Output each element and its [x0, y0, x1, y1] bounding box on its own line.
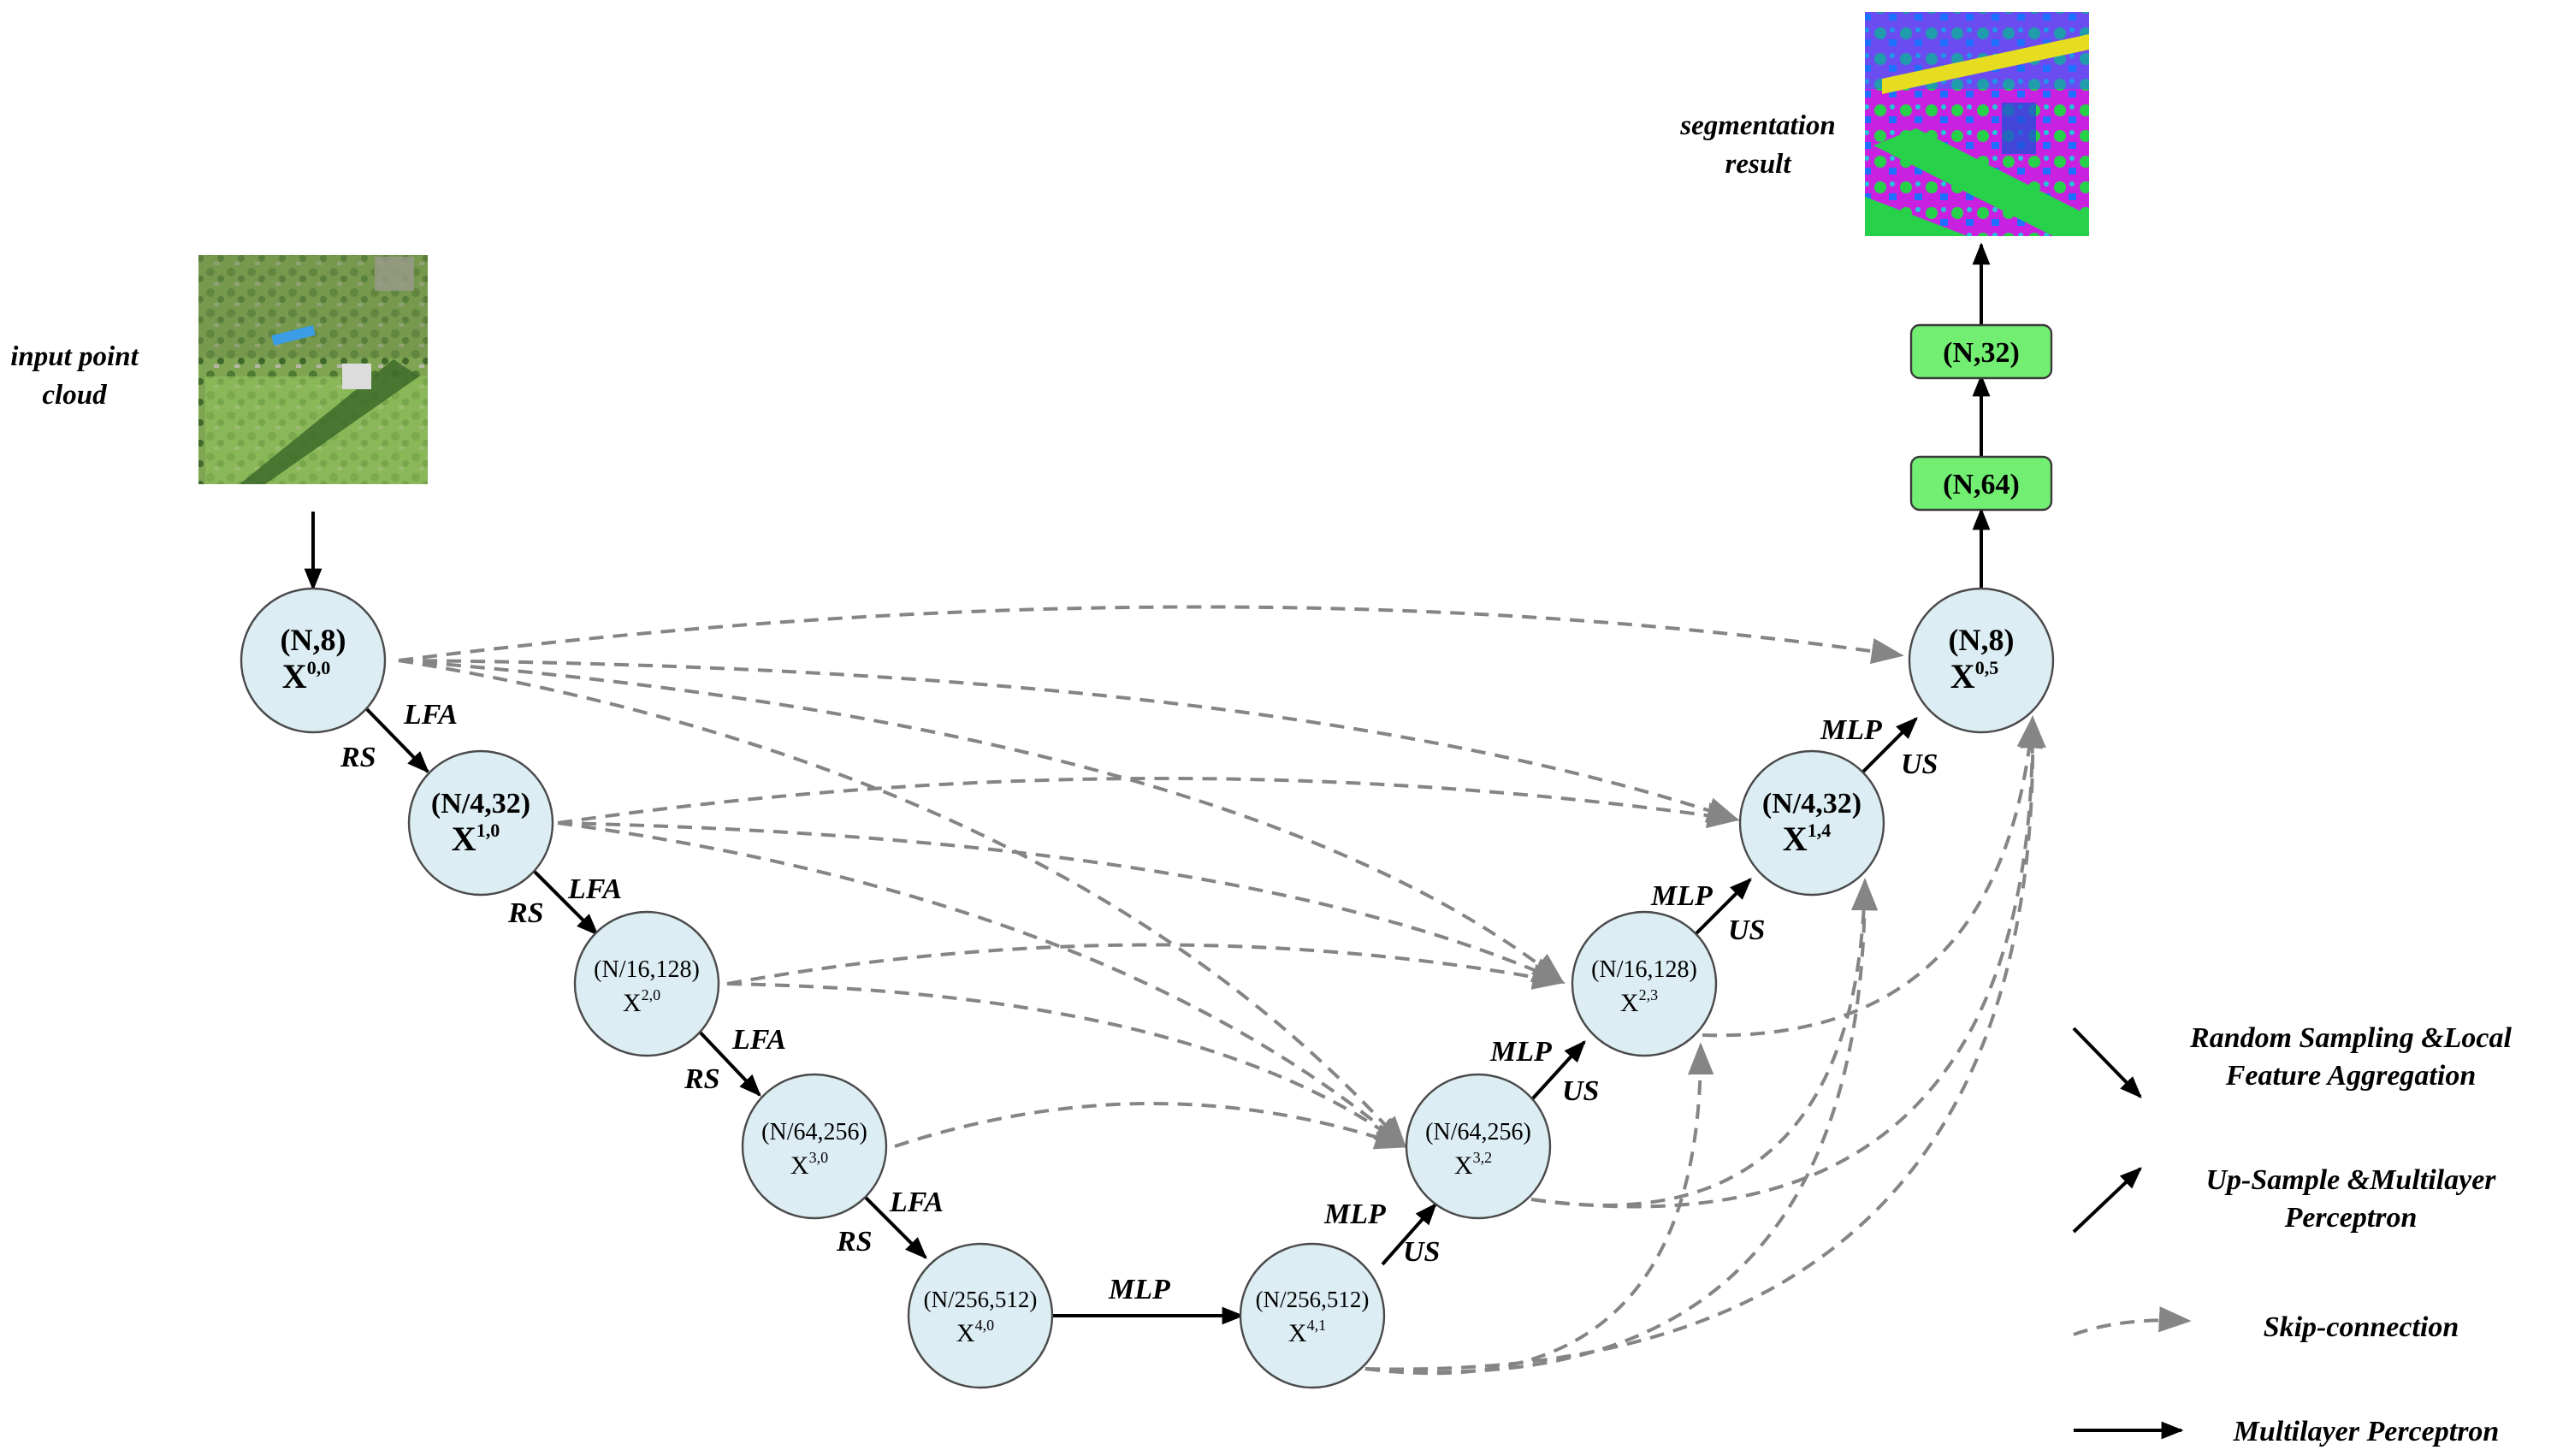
skip-x41-x23 [1364, 1042, 1714, 1376]
label-rs-3: RS [684, 1063, 720, 1095]
legend-us-mlp-line2: Perceptron [2284, 1202, 2418, 1234]
node-x10-shape: (N/4,32) [431, 788, 530, 820]
segmentation-result-image [1865, 12, 2089, 236]
skip-x00-x14 [398, 659, 1740, 823]
skip-x20-x32 [726, 982, 1408, 1149]
label-us-1: US [1403, 1236, 1440, 1268]
node-x00: (N,8) X0,0 [240, 587, 387, 734]
input-caption-line1: input point [10, 341, 139, 372]
skip-x00-x23 [398, 659, 1565, 985]
legend-item-rs-lfa: Random Sampling &Local Feature Aggregati… [2072, 1022, 2513, 1098]
arrow-x00-x10 [359, 701, 429, 773]
node-x30-symbol: X3,0 [790, 1149, 828, 1180]
legend-item-skip: Skip-connection [2073, 1306, 2459, 1343]
skip-x32-x05 [1530, 715, 2046, 1209]
node-x14-symbol: X1,4 [1783, 820, 1831, 858]
arrow-x14-x05 [1860, 717, 1918, 775]
skip-x00-x05 [398, 605, 1904, 665]
label-lfa-1: LFA [403, 699, 458, 731]
label-lfa-3: LFA [731, 1024, 786, 1056]
skip-x10-x23 [557, 821, 1566, 984]
label-mlp-3: MLP [1650, 880, 1713, 912]
node-x30: (N/64,256) X3,0 [741, 1073, 888, 1220]
input-caption-line2: cloud [42, 380, 107, 411]
node-x40-symbol: X4,0 [956, 1317, 994, 1347]
label-rs-1: RS [340, 742, 376, 773]
label-rs-2: RS [507, 897, 544, 929]
legend-rs-lfa-line2: Feature Aggregation [2225, 1060, 2477, 1092]
node-x32: (N/64,256) X3,2 [1405, 1073, 1552, 1220]
arrow-x20-x30 [693, 1025, 761, 1097]
node-x20: (N/16,128) X2,0 [573, 910, 720, 1057]
arrow-x10-x20 [527, 864, 599, 936]
label-us-4: US [1901, 749, 1938, 780]
legend-item-mlp: Multilayer Perceptron [2074, 1416, 2499, 1447]
node-x20-shape: (N/16,128) [594, 956, 700, 983]
node-x00-symbol: X0,0 [282, 657, 330, 695]
label-us-2: US [1562, 1075, 1599, 1107]
node-x30-shape: (N/64,256) [761, 1119, 867, 1145]
label-us-3: US [1728, 914, 1765, 946]
label-lfa-2: LFA [567, 873, 622, 905]
skip-x41-x05 [1364, 715, 2046, 1371]
arrow-x41-x32 [1381, 1203, 1437, 1266]
label-rs-4: RS [836, 1226, 873, 1258]
arrow-x23-x14 [1690, 878, 1752, 939]
node-x10-symbol: X1,0 [452, 820, 500, 858]
node-x10: (N/4,32) X1,0 [407, 749, 554, 897]
skip-x10-x14 [557, 777, 1740, 829]
node-x40: (N/256,512) X4,0 [907, 1242, 1054, 1389]
head-box-32: (N,32) [1909, 323, 2053, 380]
node-x14: (N/4,32) X1,4 [1738, 749, 1885, 897]
output-caption-line1: segmentation [1679, 110, 1836, 141]
head-box-64: (N,64) [1909, 455, 2053, 512]
legend-skip-label: Skip-connection [2264, 1311, 2459, 1343]
node-x41: (N/256,512) X4,1 [1239, 1242, 1386, 1389]
arrow-x30-x40 [857, 1189, 927, 1259]
node-x20-symbol: X2,0 [623, 986, 660, 1017]
legend-item-us-mlp: Up-Sample &Multilayer Perceptron [2072, 1164, 2496, 1234]
node-x23-symbol: X2,3 [1620, 986, 1658, 1017]
main-arrows [304, 242, 1991, 1325]
node-x14-shape: (N/4,32) [1762, 788, 1861, 820]
node-x41-shape: (N/256,512) [1256, 1287, 1370, 1312]
skip-x23-x05 [1702, 715, 2043, 1038]
node-x05-shape: (N,8) [1949, 623, 2015, 657]
skip-x30-x32 [894, 1102, 1408, 1150]
legend-mlp-label: Multilayer Perceptron [2233, 1416, 2500, 1447]
node-x05: (N,8) X0,5 [1908, 587, 2055, 734]
label-mlp-4: MLP [1820, 714, 1882, 746]
arrow-x32-x23 [1530, 1040, 1586, 1102]
legend: Random Sampling &Local Feature Aggregati… [2072, 1022, 2513, 1447]
output-caption-line2: result [1725, 149, 1791, 180]
node-x41-symbol: X4,1 [1288, 1317, 1326, 1347]
skip-x10-x32 [557, 821, 1407, 1149]
head-box-32-label: (N,32) [1943, 337, 2020, 369]
legend-rs-lfa-line1: Random Sampling &Local [2189, 1022, 2512, 1054]
skip-x41-x14 [1364, 878, 1879, 1374]
skip-x00-x32 [398, 659, 1407, 1149]
label-mlp-2: MLP [1489, 1036, 1552, 1068]
skip-x20-x23 [726, 943, 1566, 990]
node-x00-shape: (N,8) [281, 623, 346, 657]
label-mlp-1: MLP [1323, 1199, 1386, 1230]
node-x05-symbol: X0,5 [1950, 657, 1998, 695]
node-x32-shape: (N/64,256) [1425, 1119, 1531, 1145]
legend-us-mlp-line1: Up-Sample &Multilayer [2205, 1164, 2496, 1196]
node-x32-symbol: X3,2 [1454, 1149, 1492, 1180]
node-x23: (N/16,128) X2,3 [1571, 910, 1718, 1057]
node-x23-shape: (N/16,128) [1591, 956, 1697, 983]
head-box-64-label: (N,64) [1943, 469, 2020, 500]
node-x40-shape: (N/256,512) [924, 1287, 1038, 1312]
label-mlp-bottom: MLP [1108, 1274, 1170, 1305]
edge-labels: LFA RS LFA RS LFA RS LFA RS MLP MLP US M… [340, 699, 1938, 1305]
label-lfa-4: LFA [889, 1187, 944, 1218]
skip-connections [398, 605, 2046, 1376]
input-point-cloud-image [198, 255, 428, 484]
